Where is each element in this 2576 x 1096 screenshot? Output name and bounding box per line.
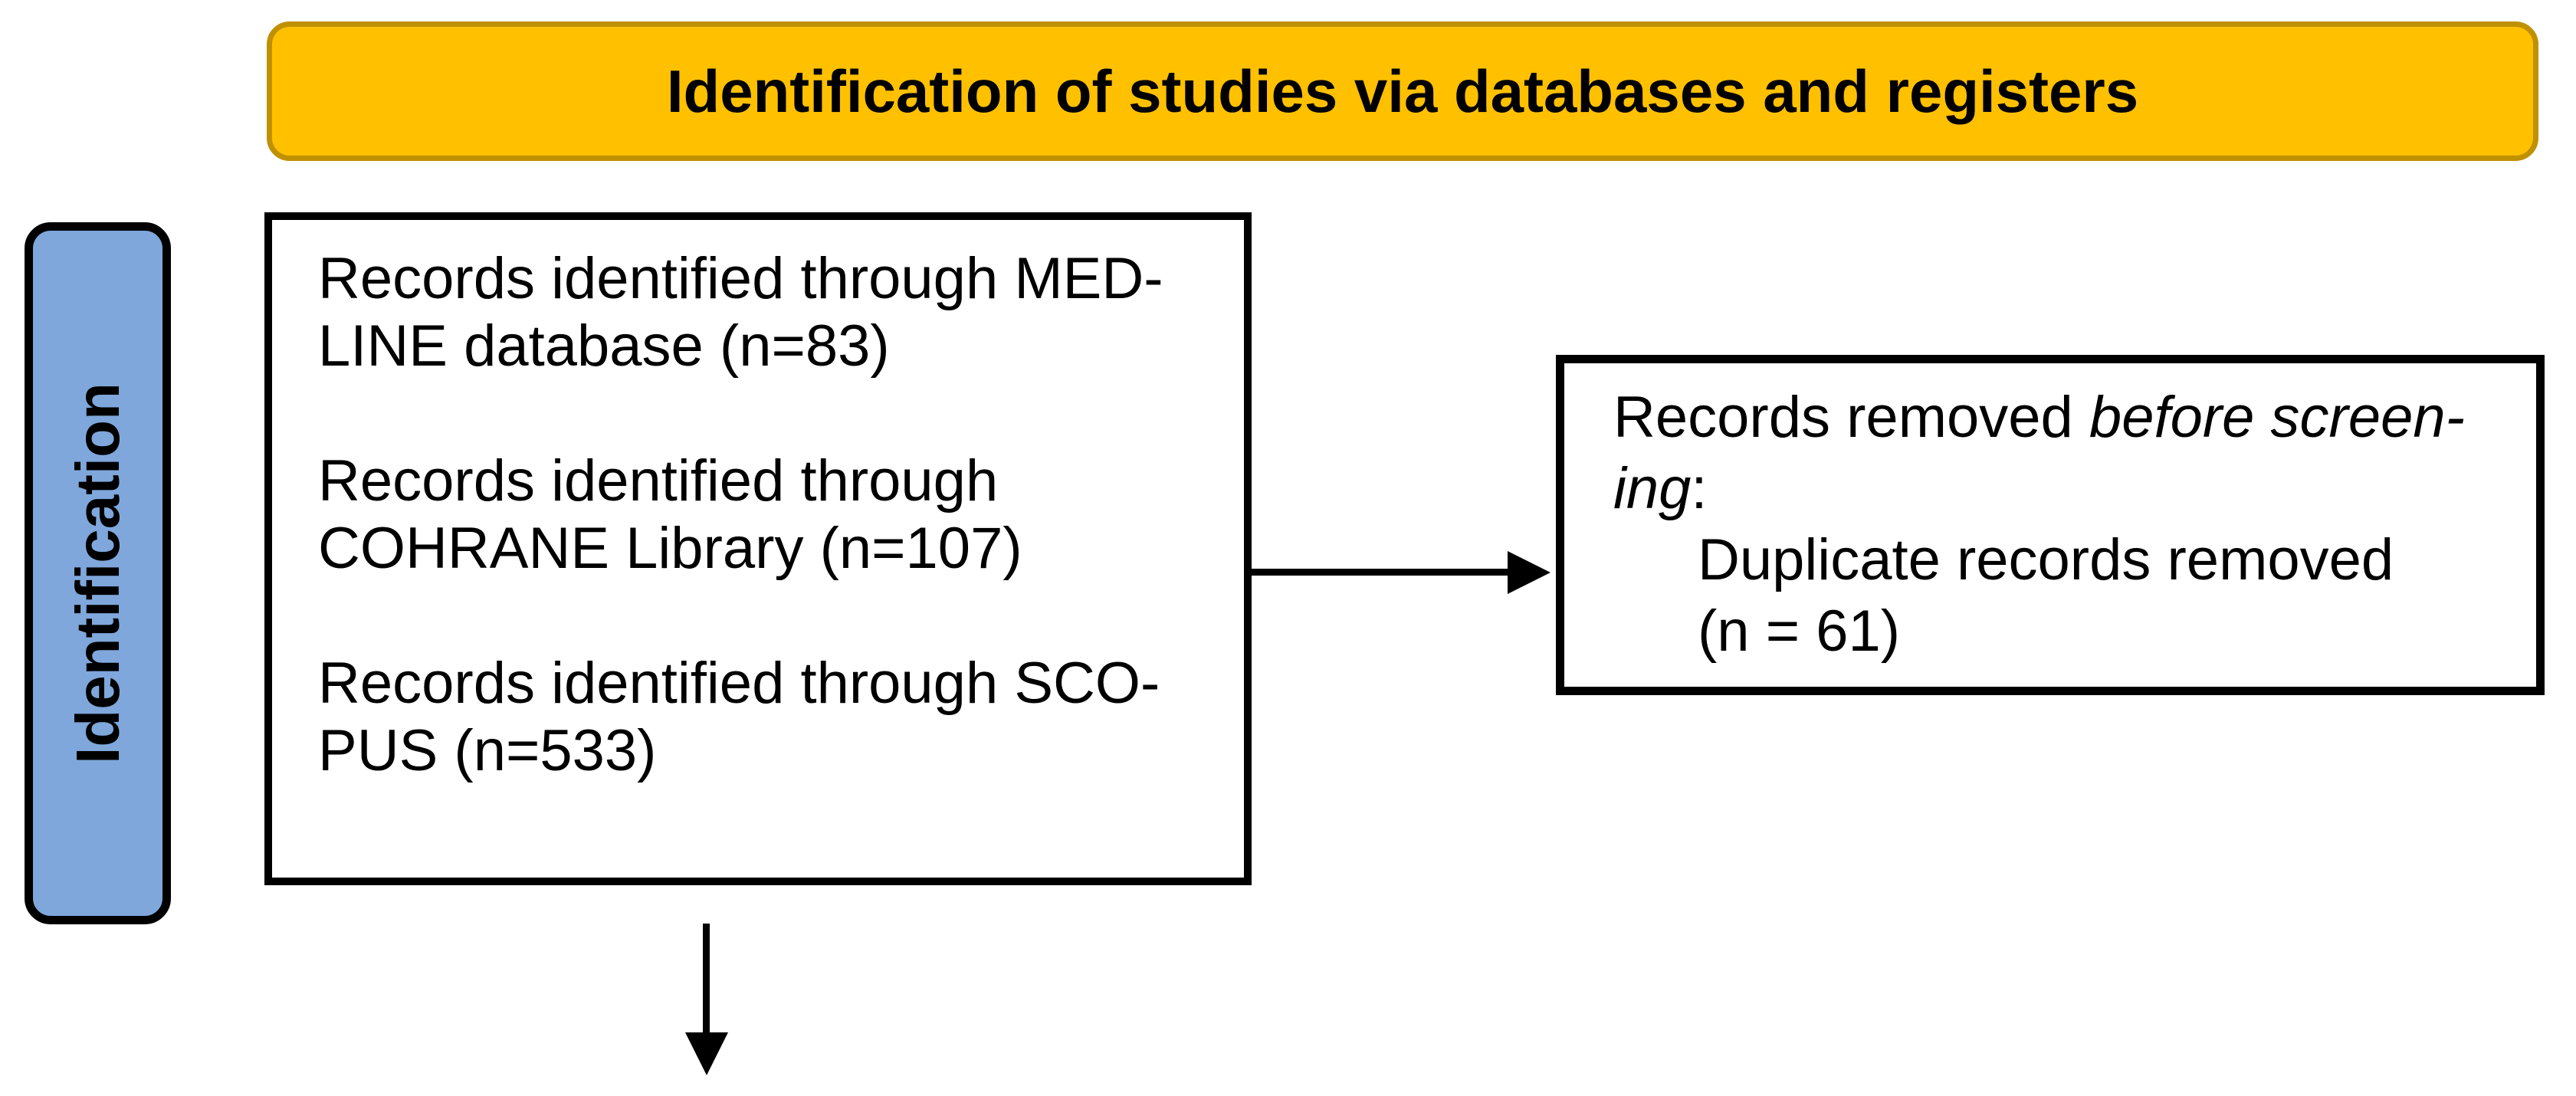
phase-label: Identification (63, 382, 132, 764)
header-title: Identification of studies via databases … (666, 57, 2139, 125)
phase-box-identification: Identification (25, 222, 171, 924)
text-line: PUS (n=533) (318, 718, 657, 783)
text-line-indented: Duplicate records removed (1698, 527, 2394, 592)
text-line: Records identified through (318, 448, 999, 514)
paragraph-scopus: Records identified through SCO- PUS (n=5… (318, 650, 1229, 785)
arrow-head-right-icon (1508, 551, 1551, 594)
header-band: Identification of studies via databases … (267, 21, 2538, 161)
text-line-indented: (n = 61) (1698, 599, 1901, 664)
text-segment: : (1691, 456, 1708, 521)
text-line: Records identified through MED- (318, 246, 1163, 311)
arrow-head-down-icon (685, 1032, 728, 1075)
text-segment-italic: ing (1613, 456, 1692, 521)
text-segment-italic: before screen- (2089, 385, 2465, 450)
records-identified-box: Records identified through MED- LINE dat… (264, 212, 1252, 885)
paragraph-cohrane: Records identified through COHRANE Libra… (318, 448, 1229, 582)
records-removed-box: Records removed before screen- ing: Dupl… (1556, 355, 2545, 695)
text-line: LINE database (n=83) (318, 313, 890, 379)
text-line: ing: (1613, 453, 2521, 524)
paragraph-medline: Records identified through MED- LINE dat… (318, 245, 1229, 380)
text-line: COHRANE Library (n=107) (318, 516, 1022, 581)
text-line: Records removed before screen- (1613, 382, 2521, 453)
arrow-line-vertical (703, 924, 710, 1037)
text-line: Records identified through SCO- (318, 651, 1160, 716)
text-segment: Records removed (1613, 385, 2089, 450)
arrow-line-horizontal (1252, 569, 1512, 576)
